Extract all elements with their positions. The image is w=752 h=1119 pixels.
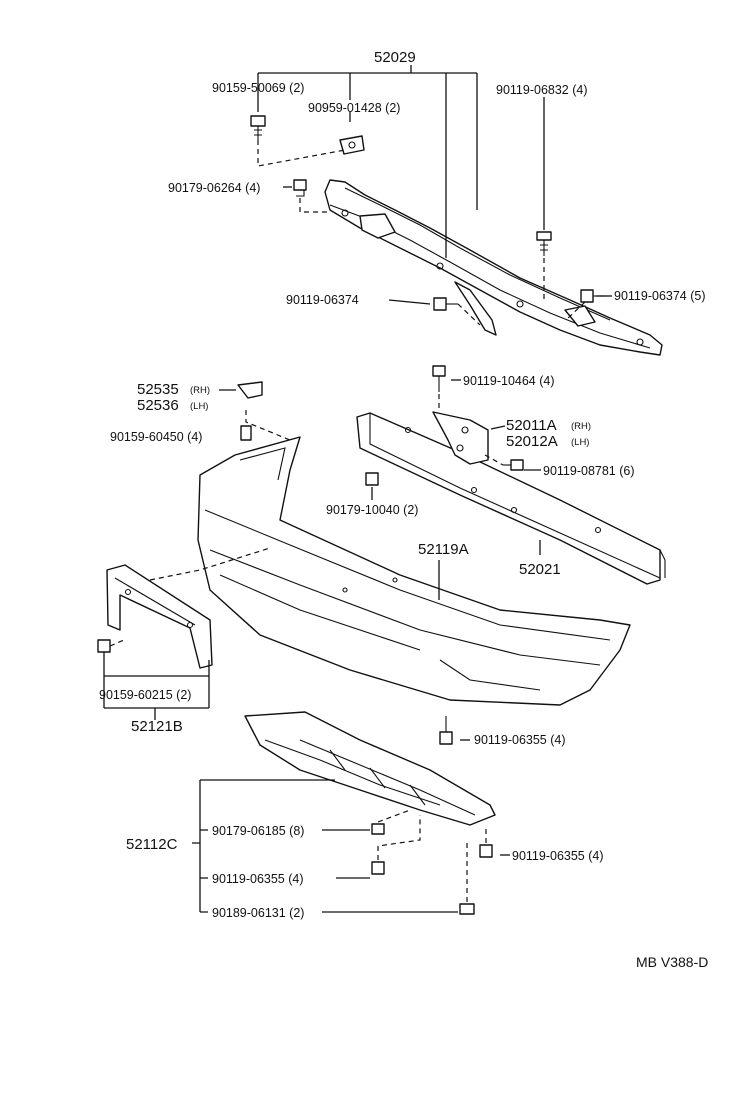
label-52012A-side: (LH)	[571, 437, 589, 448]
bolt-icon	[433, 297, 458, 311]
label-90179-10040: 90179-10040 (2)	[326, 503, 418, 517]
bolt-icon	[536, 231, 552, 256]
bolt-icon	[439, 716, 453, 745]
label-90189-06131: 90189-06131 (2)	[212, 906, 304, 920]
label-52536-side: (LH)	[190, 401, 208, 412]
side-bracket-icon	[237, 381, 263, 399]
license-plate-bracket	[106, 564, 213, 669]
bumper-retainer-upper	[324, 179, 663, 356]
label-90119-06832: 90119-06832 (4)	[496, 83, 588, 97]
bolt-icon	[503, 459, 524, 471]
label-52012A: 52012A	[506, 433, 558, 450]
bumper-cover	[197, 436, 631, 706]
bolt-icon	[240, 425, 252, 441]
label-52119A: 52119A	[418, 541, 469, 558]
bolt-icon	[371, 861, 385, 875]
engine-under-cover	[244, 711, 496, 826]
label-90179-06264: 90179-06264 (4)	[168, 181, 260, 195]
label-52535-side: (RH)	[190, 385, 210, 396]
label-90159-60215: 90159-60215 (2)	[99, 688, 191, 702]
screw-plate-icon	[339, 135, 365, 155]
label-90119-06355-b: 90119-06355 (4)	[212, 872, 304, 886]
reinforcement-support-bracket	[432, 411, 489, 465]
label-52029: 52029	[374, 49, 416, 66]
label-52536: 52536	[137, 397, 179, 414]
nut-icon	[371, 823, 385, 835]
label-90119-10464: 90119-10464 (4)	[463, 374, 555, 388]
nut-icon	[293, 179, 307, 197]
label-90159-50069: 90159-50069 (2)	[212, 81, 304, 95]
bolt-icon	[432, 365, 446, 392]
label-90119-08781: 90119-08781 (6)	[543, 464, 635, 478]
label-90159-60450: 90159-60450 (4)	[110, 430, 202, 444]
label-52112C: 52112C	[126, 836, 178, 853]
label-52021: 52021	[519, 561, 561, 578]
label-52535: 52535	[137, 381, 179, 398]
bolt-icon	[479, 844, 493, 858]
label-52121B: 52121B	[131, 718, 183, 735]
label-90119-06374-right: 90119-06374 (5)	[614, 289, 706, 303]
label-90119-06355-c: 90119-06355 (4)	[512, 849, 604, 863]
nut-icon	[365, 472, 379, 486]
label-90119-06374-left: 90119-06374	[286, 293, 359, 307]
label-90959-01428: 90959-01428 (2)	[308, 101, 400, 115]
bumper-reinforcement	[356, 412, 666, 585]
label-52011A-side: (RH)	[571, 421, 591, 432]
label-52011A: 52011A	[506, 417, 557, 434]
figure-code: MB V388-D	[636, 954, 708, 970]
bolt-icon	[97, 639, 111, 653]
label-90179-06185: 90179-06185 (8)	[212, 824, 304, 838]
bolt-icon	[250, 115, 266, 140]
label-90119-06355-a: 90119-06355 (4)	[474, 733, 566, 747]
clip-icon	[459, 903, 475, 915]
